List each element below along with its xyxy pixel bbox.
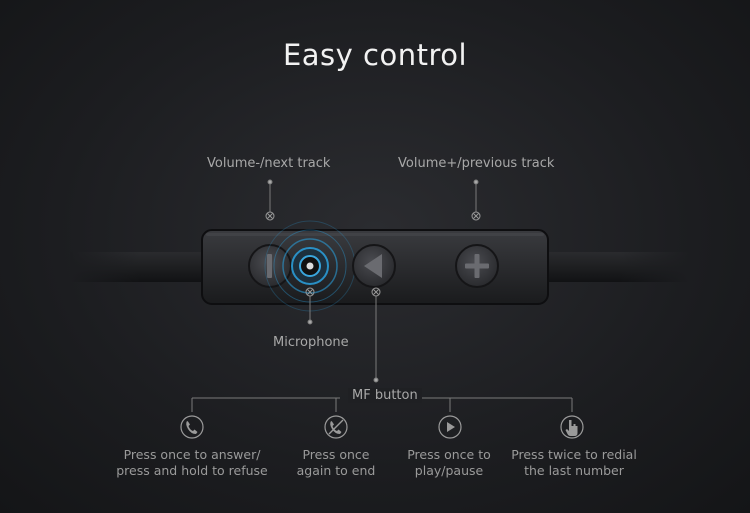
- plus-icon: [465, 254, 489, 278]
- x-marker-icon: [371, 287, 381, 297]
- mf-button[interactable]: [352, 244, 396, 288]
- volume-minus-button[interactable]: [248, 244, 292, 288]
- caption-answer: Press once to answer/ press and hold to …: [116, 447, 268, 478]
- page-title: Easy control: [282, 38, 468, 72]
- caption-play-pause: Press once to play/pause: [407, 447, 491, 478]
- caption-end: Press once again to end: [296, 447, 376, 478]
- tap-hand-icon: [560, 415, 584, 439]
- play-icon: [438, 415, 462, 439]
- volume-plus-button[interactable]: [455, 244, 499, 288]
- triangle-icon: [364, 254, 382, 278]
- mf-button-label: MF button: [348, 388, 422, 403]
- cable-right: [540, 252, 690, 282]
- x-marker-icon: [471, 211, 481, 221]
- marker-icons: [265, 211, 481, 297]
- caption-redial: Press twice to redial the last number: [511, 447, 637, 478]
- phone-icon: [180, 415, 204, 439]
- volume-plus-label: Volume+/previous track: [398, 156, 555, 171]
- microphone-label: Microphone: [273, 335, 349, 350]
- minus-icon: [267, 254, 272, 278]
- leader-lines: [191, 179, 573, 412]
- volume-minus-label: Volume-/next track: [207, 156, 331, 171]
- phone-hangup-icon: [324, 415, 348, 439]
- mic-hole-icon: [306, 262, 314, 270]
- x-marker-icon: [305, 287, 315, 297]
- cable-left: [70, 252, 210, 282]
- x-marker-icon: [265, 211, 275, 221]
